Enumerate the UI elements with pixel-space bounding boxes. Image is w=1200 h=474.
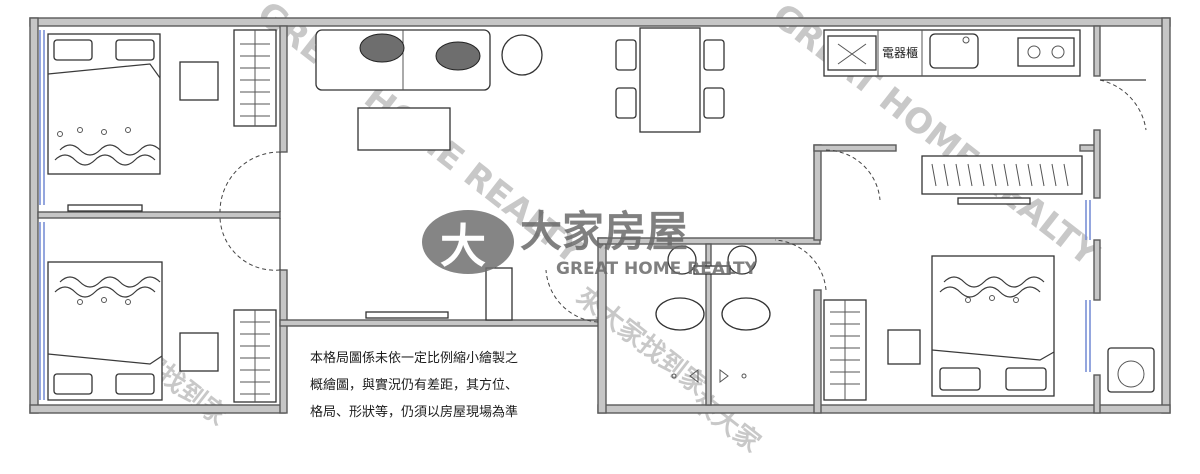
door-bathroom <box>545 269 599 323</box>
nightstand-right <box>887 329 921 365</box>
nightstand-2 <box>179 332 219 372</box>
wardrobe-right-2 <box>823 299 867 401</box>
bed-top-left <box>47 33 161 175</box>
washing-machine <box>1107 347 1155 393</box>
desk-top-left <box>67 204 143 212</box>
dining-table <box>615 27 725 133</box>
windows <box>39 30 1091 400</box>
logo: 大 大家房屋 GREAT HOME REALTY <box>422 207 758 279</box>
appliance-cabinet-label: 電器櫃 <box>882 46 918 60</box>
disclaimer-line-1: 本格局圖係未依一定比例縮小繪製之 <box>310 351 519 366</box>
svg-text:來大家: 來大家 <box>686 386 767 458</box>
svg-text:來大家找到家: 來大家找到家 <box>571 281 713 401</box>
disclaimer-line-2: 概繪圖，與實況仍有差距，其方位、 <box>310 378 519 393</box>
nightstand <box>179 61 219 101</box>
disclaimer-line-3: 格局、形狀等，仍須以房屋現場為準 <box>310 405 519 420</box>
disclaimer-note: 本格局圖係未依一定比例縮小繪製之 概繪圖，與實況仍有差距，其方位、 格局、形狀等… <box>310 345 590 426</box>
cabinet <box>485 267 513 321</box>
sink <box>929 33 979 69</box>
door-utility <box>1099 79 1147 131</box>
door-bedroom-1 <box>219 151 281 213</box>
walls <box>29 17 1171 414</box>
door-bedroom-2 <box>219 217 281 271</box>
wardrobe-bottom-left <box>233 309 277 403</box>
coffee-table <box>357 107 451 151</box>
door-right-bedroom <box>774 149 881 291</box>
kitchen-counter <box>823 29 1081 77</box>
bed-bottom-left <box>47 261 163 401</box>
bathroom-fixtures <box>655 245 771 383</box>
side-table <box>501 34 543 76</box>
wardrobe-right <box>921 155 1083 195</box>
logo-text: 大家房屋 <box>520 207 688 256</box>
stove <box>1017 37 1075 67</box>
sofa <box>315 29 491 91</box>
svg-text:大: 大 <box>440 219 486 273</box>
bed-right <box>931 255 1055 397</box>
logo-subtext: GREAT HOME REALTY <box>556 259 758 279</box>
wardrobe-top-left <box>233 29 277 127</box>
tv-stand <box>365 311 449 319</box>
shelf-right <box>957 197 1031 205</box>
